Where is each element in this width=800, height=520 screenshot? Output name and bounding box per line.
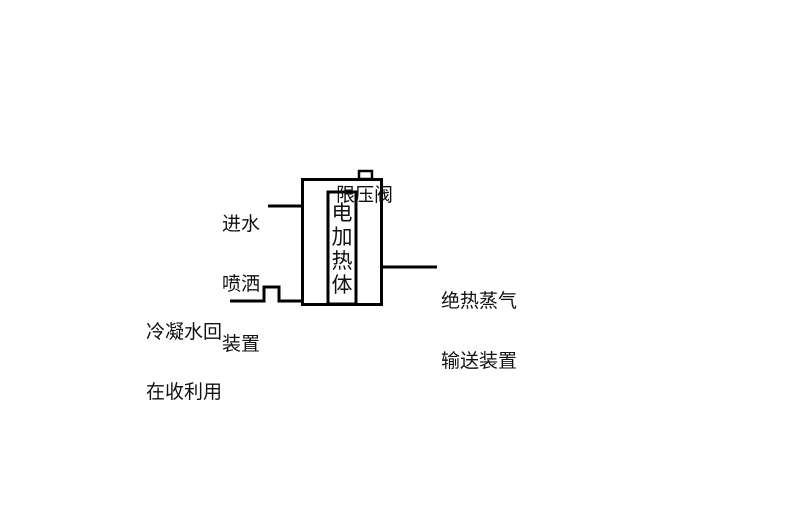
heater-element bbox=[326, 190, 358, 306]
condensate-line-1: 冷凝水回 bbox=[146, 321, 223, 343]
water-inlet-label: 进水 喷洒 装置 bbox=[222, 174, 260, 394]
steam-output-label: 绝热蒸气 输送装置 bbox=[441, 251, 517, 411]
condensate-line-2: 在收利用 bbox=[146, 381, 223, 403]
heater-label: 电加热体 bbox=[331, 201, 353, 297]
condensate-return-label: 冷凝水回 在收利用 bbox=[146, 282, 222, 442]
water-inlet-line-2: 喷洒 bbox=[222, 273, 261, 295]
pressure-valve-label: 限压阀 bbox=[336, 145, 393, 245]
water-inlet-line-3: 装置 bbox=[222, 333, 261, 355]
pressure-valve-cap bbox=[357, 169, 374, 181]
pressure-valve-text: 限压阀 bbox=[336, 184, 394, 206]
steam-output-line-2: 输送装置 bbox=[441, 350, 518, 372]
steam-output-line-1: 绝热蒸气 bbox=[441, 290, 518, 312]
water-inlet-line-1: 进水 bbox=[222, 213, 261, 235]
condensate-return-pipe bbox=[230, 285, 303, 303]
